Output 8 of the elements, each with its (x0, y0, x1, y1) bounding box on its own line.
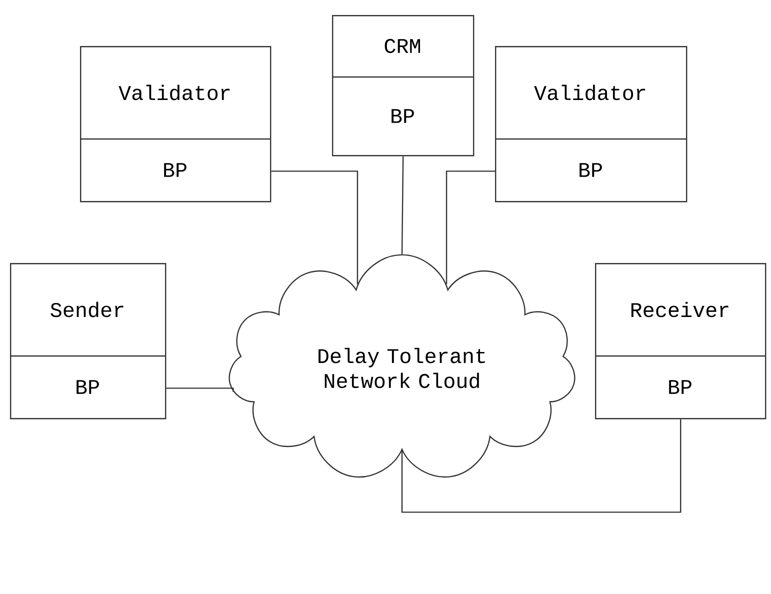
entity-box: Receiver BP (595, 263, 766, 420)
entity-box: Validator BP (495, 46, 688, 202)
connector-line (166, 388, 234, 392)
entity-box: Sender BP (10, 263, 166, 420)
network-cloud: Delay Tolerant Network Cloud (228, 254, 576, 478)
entity-box: CRM BP (332, 15, 474, 156)
connector-line (401, 156, 404, 254)
entity-box: Validator BP (80, 46, 272, 202)
